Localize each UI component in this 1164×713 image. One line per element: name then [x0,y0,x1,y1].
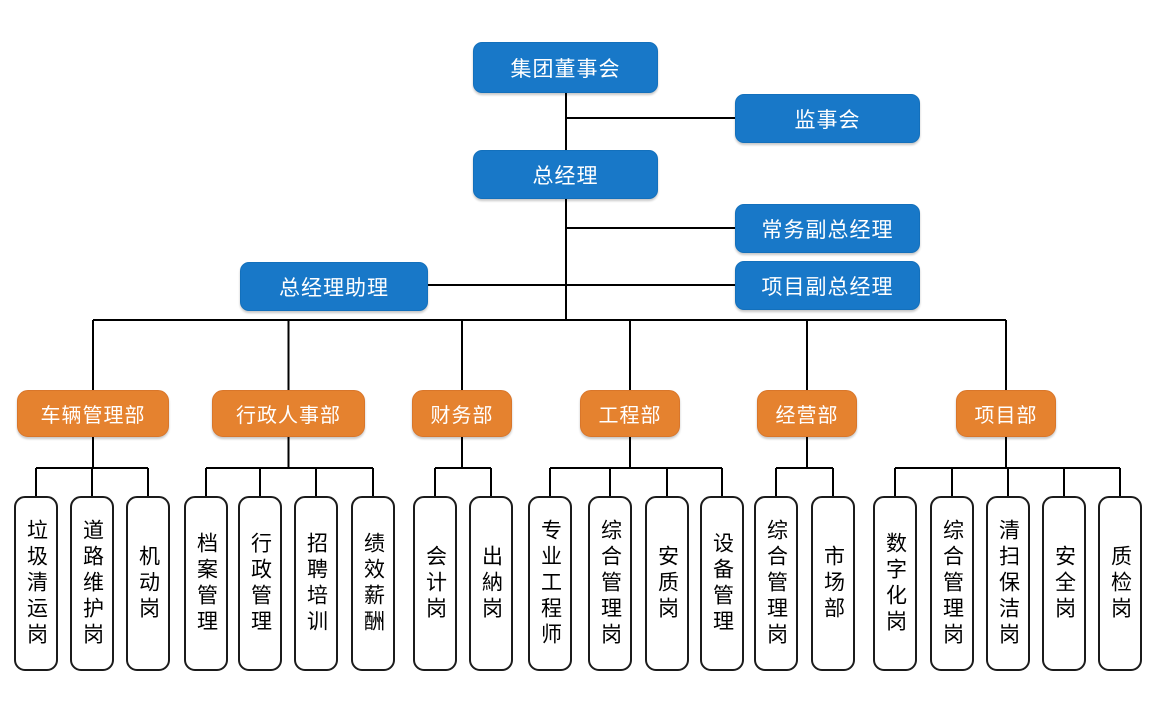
leaf-node-finance-1[interactable]: 出納岗 [469,496,513,671]
leaf-node-administration-hr-2[interactable]: 招聘培训 [294,496,338,671]
exec-node-gm-assistant[interactable]: 总经理助理 [240,262,428,311]
node-label: 经营部 [775,405,839,427]
exec-node-project-vice-gm[interactable]: 项目副总经理 [735,261,920,310]
leaf-label: 行政管理 [248,531,272,636]
leaf-node-engineering-0[interactable]: 专业工程师 [528,496,572,671]
leaf-label: 清扫保洁岗 [996,518,1020,649]
leaf-label: 综合管理岗 [940,518,964,649]
leaf-node-vehicle-management-1[interactable]: 道路维护岗 [70,496,114,671]
leaf-node-engineering-3[interactable]: 设备管理 [700,496,744,671]
leaf-label: 质检岗 [1108,544,1132,623]
leaf-label: 道路维护岗 [80,518,104,649]
node-label: 工程部 [598,405,662,427]
exec-node-general-manager[interactable]: 总经理 [473,150,658,199]
leaf-node-project-4[interactable]: 质检岗 [1098,496,1142,671]
leaf-node-finance-0[interactable]: 会计岗 [413,496,457,671]
dept-node-project[interactable]: 项目部 [956,390,1056,437]
dept-node-finance[interactable]: 财务部 [412,390,512,437]
node-label: 总经理 [532,164,599,188]
dept-node-vehicle-management[interactable]: 车辆管理部 [17,390,169,437]
leaf-node-project-2[interactable]: 清扫保洁岗 [986,496,1030,671]
leaf-node-project-1[interactable]: 综合管理岗 [930,496,974,671]
node-label: 车辆管理部 [40,405,146,427]
leaf-node-administration-hr-1[interactable]: 行政管理 [238,496,282,671]
node-label: 项目副总经理 [761,275,894,299]
leaf-label: 数字化岗 [883,531,907,636]
leaf-label: 垃圾清运岗 [24,518,48,649]
leaf-label: 专业工程师 [538,518,562,649]
leaf-node-vehicle-management-2[interactable]: 机动岗 [126,496,170,671]
node-label: 监事会 [794,108,861,132]
exec-node-exec-vice-gm[interactable]: 常务副总经理 [735,204,920,253]
leaf-label: 出納岗 [479,544,503,623]
dept-node-operations[interactable]: 经营部 [757,390,857,437]
leaf-node-vehicle-management-0[interactable]: 垃圾清运岗 [14,496,58,671]
leaf-label: 绩效薪酬 [361,531,385,636]
leaf-node-project-0[interactable]: 数字化岗 [873,496,917,671]
leaf-label: 综合管理岗 [764,518,788,649]
node-label: 集团董事会 [510,57,621,81]
leaf-label: 招聘培训 [304,531,328,636]
node-label: 项目部 [974,405,1038,427]
leaf-node-administration-hr-0[interactable]: 档案管理 [184,496,228,671]
exec-node-supervisory[interactable]: 监事会 [735,94,920,143]
leaf-label: 机动岗 [136,544,160,623]
leaf-label: 安全岗 [1052,544,1076,623]
leaf-label: 会计岗 [423,544,447,623]
dept-node-administration-hr[interactable]: 行政人事部 [212,390,365,437]
leaf-label: 设备管理 [710,531,734,636]
node-label: 常务副总经理 [761,218,894,242]
leaf-node-operations-0[interactable]: 综合管理岗 [754,496,798,671]
leaf-node-project-3[interactable]: 安全岗 [1042,496,1086,671]
dept-node-engineering[interactable]: 工程部 [580,390,680,437]
leaf-label: 安质岗 [655,544,679,623]
leaf-label: 档案管理 [194,531,218,636]
exec-node-board[interactable]: 集团董事会 [473,42,658,93]
node-label: 财务部 [430,405,494,427]
node-label: 行政人事部 [236,405,341,427]
node-label: 总经理助理 [279,276,389,300]
leaf-node-engineering-1[interactable]: 综合管理岗 [588,496,632,671]
leaf-node-operations-1[interactable]: 市场部 [811,496,855,671]
leaf-node-engineering-2[interactable]: 安质岗 [645,496,689,671]
leaf-label: 市场部 [821,544,845,623]
leaf-node-administration-hr-3[interactable]: 绩效薪酬 [351,496,395,671]
leaf-label: 综合管理岗 [598,518,622,649]
